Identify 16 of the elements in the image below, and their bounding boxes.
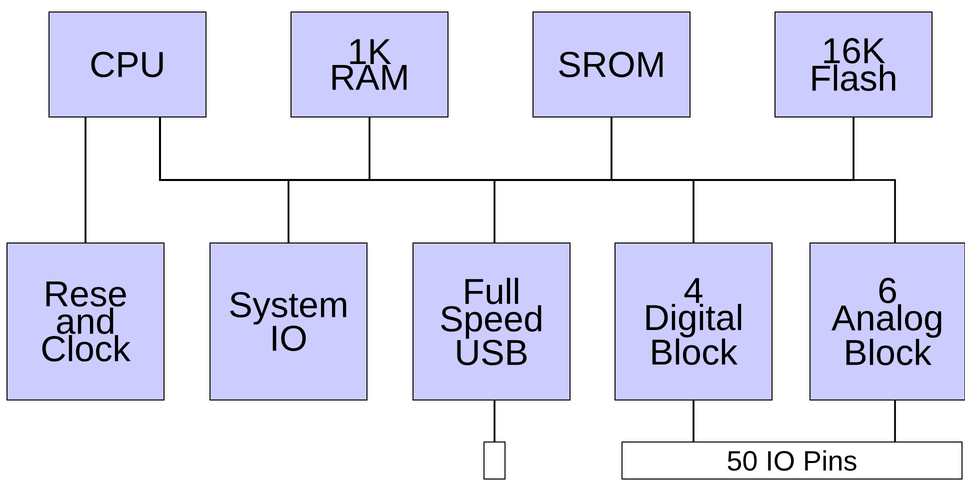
connector-line (84, 118, 86, 242)
connector-line (894, 400, 896, 442)
block-box: Rese and Clock (6, 242, 164, 400)
block-box: 4 Digital Block (614, 242, 772, 400)
block-box: System IO (210, 242, 368, 400)
block-box: SROM (532, 12, 690, 118)
empty-box (484, 442, 506, 480)
block-box: 6 Analog Block (810, 242, 965, 400)
connector-line (159, 118, 896, 242)
block-box: Full Speed USB (412, 242, 570, 400)
connector-line (692, 400, 694, 442)
block-box: 1K RAM (290, 12, 448, 118)
block-box: CPU (48, 12, 206, 118)
block-box: 50 IO Pins (622, 442, 962, 480)
connector-line (494, 400, 496, 442)
block-box: 16K Flash (774, 12, 933, 118)
